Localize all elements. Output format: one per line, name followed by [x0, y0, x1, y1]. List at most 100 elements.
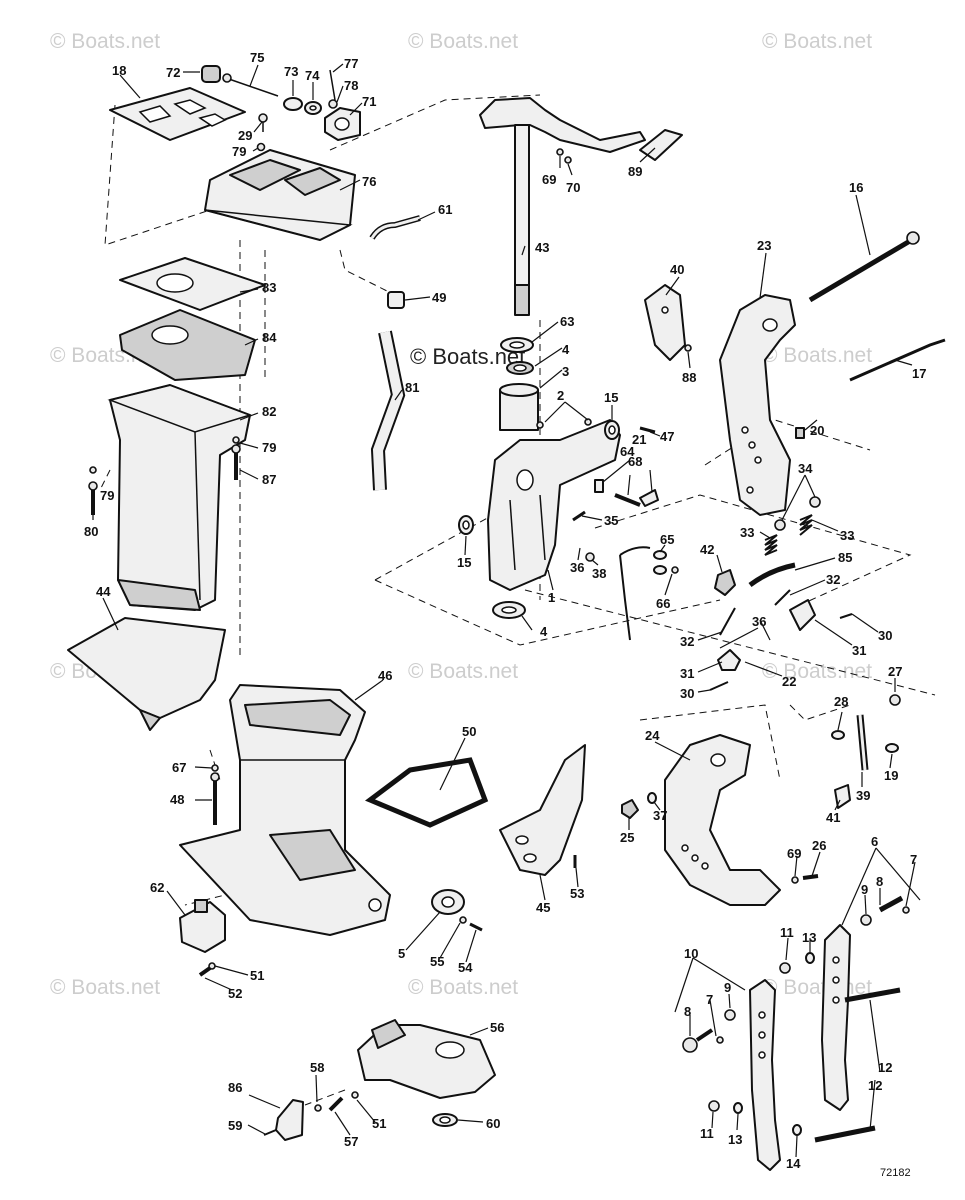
callout-16: 16: [849, 180, 863, 195]
callout-17: 17: [912, 366, 926, 381]
callout-44: 44: [96, 584, 111, 599]
stern-bracket-23: [719, 294, 796, 516]
callout-32: 32: [680, 634, 694, 649]
watermark: © Boats.net: [762, 660, 872, 683]
callout-69: 69: [787, 846, 801, 861]
callout-46: 46: [378, 668, 392, 683]
tilt-lever-parts: [709, 562, 853, 691]
callout-84: 84: [262, 330, 277, 345]
callout-62: 62: [150, 880, 164, 895]
gasket-18: [109, 87, 246, 141]
callout-25: 25: [620, 830, 634, 845]
callout-49: 49: [432, 290, 446, 305]
bushings-3-4-63: [492, 337, 539, 619]
callout-21: 21: [632, 432, 646, 447]
callout-58: 58: [310, 1060, 324, 1075]
exhaust-tube-82: [107, 384, 253, 611]
callout-24: 24: [645, 728, 660, 743]
exhaust-housing-76: [204, 149, 356, 241]
mount-5: [431, 889, 483, 932]
callout-22: 22: [782, 674, 796, 689]
screws-79-80-87: [88, 436, 241, 515]
clamp-6: [779, 895, 910, 1111]
callout-8: 8: [684, 1004, 691, 1019]
stud-48-67: [210, 764, 220, 825]
callout-39: 39: [856, 788, 870, 803]
callout-65: 65: [660, 532, 674, 547]
callout-41: 41: [826, 810, 840, 825]
callout-37: 37: [653, 808, 667, 823]
callout-61: 61: [438, 202, 452, 217]
tube-61: [369, 215, 421, 240]
callout-77: 77: [344, 56, 358, 71]
bracket-24-hardware: [621, 792, 819, 884]
callout-81: 81: [405, 380, 419, 395]
callout-33: 33: [740, 525, 754, 540]
callout-12: 12: [878, 1060, 892, 1075]
callout-15: 15: [604, 390, 618, 405]
callout-1: 1: [548, 590, 555, 605]
callout-23: 23: [757, 238, 771, 253]
callout-28: 28: [834, 694, 848, 709]
watermark: © Boats.net: [408, 660, 518, 683]
callout-73: 73: [284, 64, 298, 79]
callout-12: 12: [868, 1078, 882, 1093]
callout-43: 43: [535, 240, 549, 255]
callout-19: 19: [884, 768, 898, 783]
callout-36: 36: [752, 614, 766, 629]
callout-75: 75: [250, 50, 264, 65]
callout-55: 55: [430, 954, 444, 969]
callout-11: 11: [780, 925, 794, 940]
callout-87: 87: [262, 472, 276, 487]
swivel-bracket-1: [487, 419, 621, 591]
callout-33: 33: [840, 528, 854, 543]
callout-53: 53: [570, 886, 584, 901]
callout-56: 56: [490, 1020, 504, 1035]
callout-70: 70: [566, 180, 580, 195]
callout-8: 8: [876, 874, 883, 889]
linkage-65-66-42: [619, 546, 736, 641]
callout-9: 9: [724, 980, 731, 995]
callout-80: 80: [84, 524, 98, 539]
watermark: © Boats.net: [408, 30, 518, 53]
callout-51: 51: [372, 1116, 386, 1131]
callout-27: 27: [888, 664, 902, 679]
top-hardware: [201, 65, 361, 152]
callout-26: 26: [812, 838, 826, 853]
seal-50: [365, 757, 489, 828]
callout-60: 60: [486, 1116, 500, 1131]
callout-42: 42: [700, 542, 714, 557]
callout-34: 34: [798, 461, 813, 476]
midsection-46: [179, 684, 391, 936]
callout-79: 79: [232, 144, 246, 159]
callout-50: 50: [462, 724, 476, 739]
callout-13: 13: [728, 1132, 742, 1147]
stern-bracket-24: [664, 734, 781, 906]
callout-31: 31: [680, 666, 694, 681]
callout-18: 18: [112, 63, 126, 78]
leader-lines: [92, 63, 921, 1158]
callout-30: 30: [878, 628, 892, 643]
callout-4: 4: [562, 342, 570, 357]
cover-45: [499, 744, 586, 876]
callout-59: 59: [228, 1118, 242, 1133]
callout-54: 54: [458, 960, 473, 975]
callout-3: 3: [562, 364, 569, 379]
link-39: [831, 694, 901, 809]
steering-shaft-43: [479, 97, 646, 316]
callout-10: 10: [684, 946, 698, 961]
adapter-plates-83-84: [119, 257, 266, 381]
callout-14: 14: [786, 1156, 801, 1171]
callout-76: 76: [362, 174, 376, 189]
callout-67: 67: [172, 760, 186, 775]
watermark: © Boats.net: [50, 30, 160, 53]
callout-29: 29: [238, 128, 252, 143]
callout-20: 20: [810, 423, 824, 438]
callout-88: 88: [682, 370, 696, 385]
bracket-62: [179, 899, 226, 977]
callout-13: 13: [802, 930, 816, 945]
callout-57: 57: [344, 1134, 358, 1149]
callout-4: 4: [540, 624, 548, 639]
callout-83: 83: [262, 280, 276, 295]
